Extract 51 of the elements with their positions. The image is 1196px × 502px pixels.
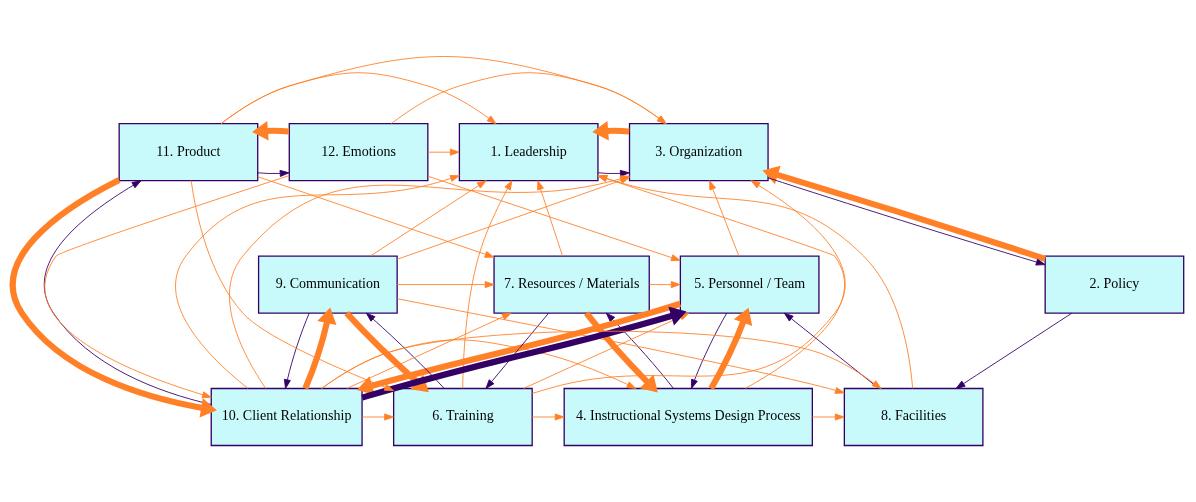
arrow bbox=[44, 175, 290, 399]
arrow bbox=[462, 180, 513, 389]
arrow bbox=[283, 312, 310, 389]
node-box: 9. Communication bbox=[257, 255, 398, 314]
arrow bbox=[365, 312, 445, 389]
arrow bbox=[708, 307, 753, 390]
node-box: 10. Client Relationship bbox=[210, 387, 363, 447]
arrow bbox=[396, 281, 495, 289]
arrow bbox=[537, 180, 563, 257]
node-box: 4. Instructional Systems Design Process bbox=[563, 387, 813, 447]
arrow bbox=[690, 312, 728, 389]
arrow bbox=[302, 307, 337, 390]
node-box: 6. Training bbox=[392, 387, 533, 447]
arrow bbox=[584, 311, 658, 393]
arrow bbox=[257, 176, 495, 258]
arrow bbox=[321, 330, 882, 389]
arrow bbox=[427, 148, 460, 156]
arrow bbox=[175, 175, 460, 389]
node-box: 12. Emotions bbox=[288, 123, 429, 182]
arrow bbox=[811, 413, 845, 421]
arrow bbox=[396, 298, 845, 394]
arrow bbox=[190, 180, 394, 391]
node-box: 7. Resources / Materials bbox=[493, 255, 650, 314]
arrow bbox=[361, 413, 394, 421]
node-box: 8. Facilities bbox=[843, 387, 984, 447]
node-box: 1. Leadership bbox=[458, 123, 599, 182]
arrow bbox=[220, 56, 667, 125]
arrow bbox=[531, 413, 565, 421]
arrow bbox=[369, 180, 487, 257]
arrow bbox=[762, 165, 1046, 262]
arrow bbox=[43, 180, 212, 405]
arrow bbox=[346, 312, 512, 389]
arrow bbox=[605, 312, 674, 389]
arrow bbox=[592, 121, 630, 141]
arrow bbox=[485, 312, 550, 389]
arrow bbox=[390, 72, 667, 125]
arrow bbox=[784, 312, 880, 389]
arrow bbox=[531, 180, 846, 394]
arrow bbox=[9, 177, 217, 418]
arrow bbox=[955, 312, 1073, 389]
node-box: 11. Product bbox=[118, 123, 259, 182]
arrow bbox=[649, 281, 681, 289]
node-box: 2. Policy bbox=[1044, 255, 1185, 314]
arrow bbox=[597, 169, 630, 177]
arrow bbox=[344, 311, 429, 393]
node-box: 3. Organization bbox=[628, 123, 769, 182]
arrow bbox=[257, 169, 290, 177]
arrow bbox=[252, 121, 290, 141]
node-box: 5. Personnel / Team bbox=[679, 255, 820, 314]
arrow bbox=[767, 177, 1046, 266]
arrow bbox=[709, 180, 740, 257]
